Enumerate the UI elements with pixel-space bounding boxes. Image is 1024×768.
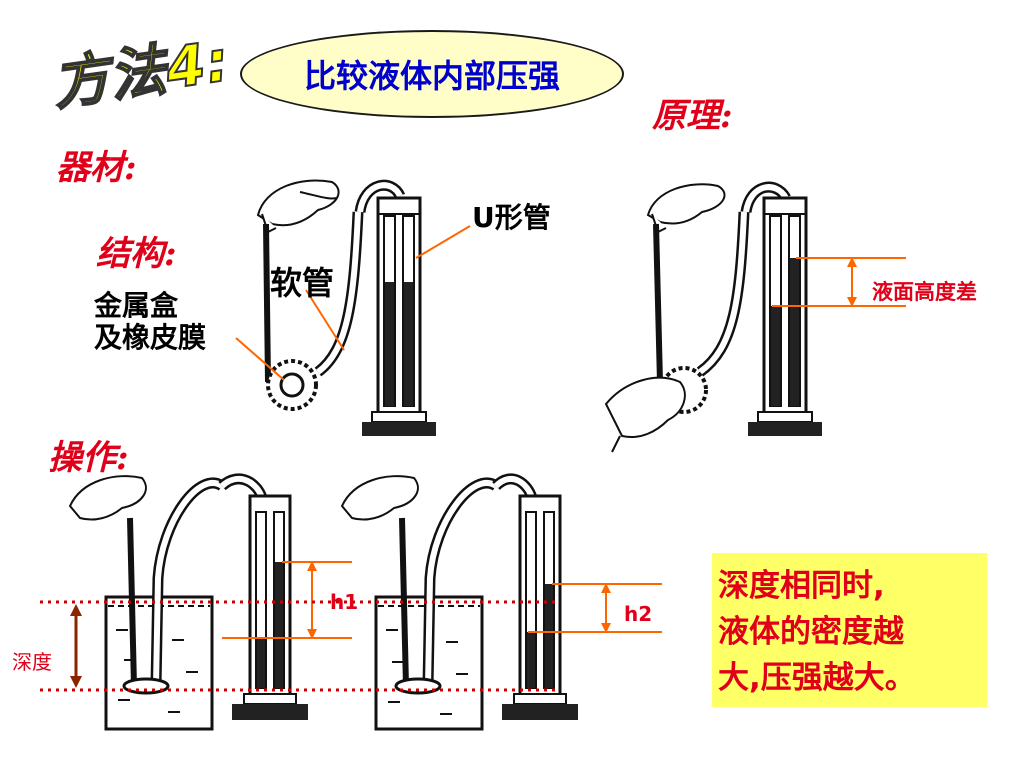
apparatus-principle [604,181,906,453]
height-difference-label: 液面高度差 [872,280,977,304]
pressing-hand-icon [604,376,686,453]
depth-label: 深度 [12,650,52,674]
operation-heading: 操作: [48,438,129,478]
conclusion-box: 深度相同时, 液体的密度越 大,压强越大。 [712,553,987,707]
metal-box-label-line2: 及橡皮膜 [94,321,207,354]
conclusion-line2: 液体的密度越 [718,614,904,650]
topic-text: 比较液体内部压强 [303,57,560,95]
topic-ellipse: 比较液体内部压强 [240,30,624,118]
hose-pointer [305,289,345,351]
hose-label: 软管 [270,264,335,302]
u-tube-icon [502,494,578,720]
metal-box-icon [266,359,318,411]
u-tube-icon [748,196,822,436]
u-tube-icon [232,494,308,720]
structure-heading: 结构: [96,234,177,274]
hand-icon [256,179,340,234]
principle-heading: 原理: [652,96,733,136]
u-tube-icon [362,196,436,436]
metal-box-pointer [235,337,285,381]
h2-label: h2 [624,602,653,626]
hand-icon [68,475,147,521]
equipment-heading: 器材: [56,148,137,188]
hand-icon [340,475,419,521]
conclusion-line3: 大,压强越大。 [718,660,916,696]
u-tube-label: U形管 [472,201,551,234]
h1-label: h1 [330,590,359,614]
operation-drawing [40,473,662,731]
u-tube-pointer [415,225,471,259]
metal-box-label-line1: 金属盒 [94,289,179,322]
conclusion-line1: 深度相同时, [718,568,885,604]
metal-box-label: 金属盒 及橡皮膜 [94,290,206,354]
hand-icon [646,183,726,234]
apparatus-equipment [235,179,471,436]
